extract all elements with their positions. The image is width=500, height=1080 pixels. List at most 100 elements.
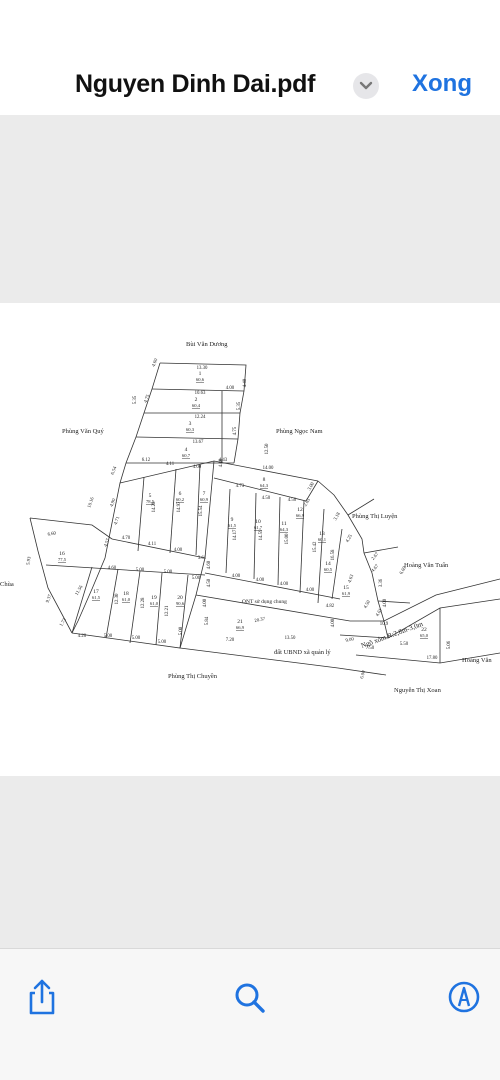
lot-area: 60,2 xyxy=(176,497,185,503)
lot-area: 78,5 xyxy=(146,499,155,505)
dimension-value: 4.40 xyxy=(219,458,224,467)
dimension-value: 4.63 xyxy=(348,573,356,583)
document-background xyxy=(0,776,500,948)
dimension-value: 10.63 xyxy=(195,391,206,396)
lot-number: 10 xyxy=(255,519,261,525)
dimension-value: 5.00 xyxy=(179,626,184,635)
share-icon[interactable] xyxy=(24,977,60,1015)
lot-number: 3 xyxy=(189,421,192,427)
dimension-value: 4.50 xyxy=(363,599,372,609)
dimension-value: 6.60 xyxy=(47,531,57,537)
lot-area: 77,5 xyxy=(58,557,67,563)
dimension-value: 4.00 xyxy=(226,386,235,391)
dimension-value: 3.00 xyxy=(307,481,316,491)
owner-label: Phùng Thị Luyện xyxy=(352,513,398,520)
done-button[interactable]: Xong xyxy=(412,70,472,97)
dimension-value: 3.61 xyxy=(198,556,207,561)
markup-icon[interactable] xyxy=(446,977,482,1013)
dimension-value: 20.37 xyxy=(254,617,266,624)
lot-area: 61,9 xyxy=(342,591,351,597)
dimension-value: 4.00 xyxy=(256,578,265,583)
lot-number: 22 xyxy=(421,627,427,633)
dimension-value: 7.50 xyxy=(366,646,375,651)
dimension-value: 5.00 xyxy=(158,640,167,645)
lot-labels: 160,6260,4360,3460,7578,5660,2760,9864,3… xyxy=(58,371,429,639)
dimension-value: 4.50 xyxy=(288,498,297,503)
pdf-page[interactable]: Bùi Văn Dương Phùng Văn Quý Phùng Ngọc N… xyxy=(0,303,500,776)
lot-number: 9 xyxy=(231,517,234,523)
lot-number: 15 xyxy=(343,585,349,591)
lot-area: 64,3 xyxy=(280,527,289,533)
lot-number: 11 xyxy=(281,521,287,527)
lot-number: 7 xyxy=(203,491,206,497)
dimension-value: 13.67 xyxy=(193,440,204,445)
dimension-value: 17.80 xyxy=(427,656,438,661)
lot-area: 61,0 xyxy=(122,597,131,603)
lot-area: 60,1 xyxy=(318,537,327,543)
dimension-value: 5.00 xyxy=(104,634,113,639)
lot-area: 65,0 xyxy=(420,633,429,639)
dimension-value: 5.84 xyxy=(205,616,210,625)
chevron-down-icon[interactable] xyxy=(353,73,379,99)
lot-number: 4 xyxy=(185,447,188,453)
lot-area: 60,7 xyxy=(182,453,191,459)
dimension-value: 2.65 xyxy=(303,497,312,507)
dimension-value: 16.58 xyxy=(331,549,336,560)
lot-area: 66,9 xyxy=(296,513,305,519)
lot-number: 5 xyxy=(149,493,152,499)
dimension-value: 14.00 xyxy=(263,466,274,471)
lot-area: 60,4 xyxy=(192,403,201,409)
dimension-value: 4.75 xyxy=(144,393,152,403)
dimension-value: 5.35 xyxy=(133,395,138,404)
lot-number: 14 xyxy=(325,561,331,567)
lot-area: 60,3 xyxy=(186,427,195,433)
navigation-bar: Nguyen Dinh Dai.pdf Xong xyxy=(0,0,500,115)
dimension-value: 4.00 xyxy=(383,598,388,607)
dimension-value: 5.35 xyxy=(237,401,242,410)
dimension-value: 4.67 xyxy=(371,563,381,573)
dimension-value: 4.60 xyxy=(152,357,160,367)
lot-number: 13 xyxy=(319,531,325,537)
dimension-value: 5.00 xyxy=(192,576,201,581)
owner-label: Phùng Văn Quý xyxy=(62,428,105,435)
dimension-value: 4.40 xyxy=(243,378,248,387)
dimension-value: 10.16 xyxy=(87,496,96,508)
dimension-value: 5.00 xyxy=(132,636,141,641)
lot-number: 18 xyxy=(123,591,129,597)
dimension-value: 4.00 xyxy=(203,598,208,607)
owner-label: Bùi Văn Dương xyxy=(186,341,228,348)
dimension-value: 4.43 xyxy=(219,458,228,463)
dimension-value: 14.97 xyxy=(177,501,182,512)
dimension-value: 4.25 xyxy=(345,533,354,543)
owner-label: Chùa xyxy=(0,581,14,588)
lot-area: 61,0 xyxy=(150,601,159,607)
lot-area: 66,9 xyxy=(236,625,245,631)
dimension-value: 12.24 xyxy=(195,415,206,420)
dimension-value: 9.00 xyxy=(345,637,355,644)
lot-area: 60,6 xyxy=(196,377,205,383)
dimension-value: 9.37 xyxy=(46,593,54,603)
lot-area: 64,3 xyxy=(260,483,269,489)
dimension-value: 6.00 xyxy=(360,670,367,680)
lot-area: 61,7 xyxy=(254,525,263,531)
dimension-value: 4.00 xyxy=(232,574,241,579)
dimension-value: 5.06 xyxy=(447,640,452,649)
dimension-value: 4.00 xyxy=(280,582,289,587)
dimension-value: 14.28 xyxy=(152,501,157,512)
dimension-value: 4.50 xyxy=(207,578,212,587)
document-title[interactable]: Nguyen Dinh Dai.pdf xyxy=(75,70,316,98)
lot-area: 90,6 xyxy=(176,601,185,607)
lot-number: 8 xyxy=(263,477,266,483)
dimension-value: 5.00 xyxy=(164,570,173,575)
dimension-value: 11.56 xyxy=(75,584,85,596)
dimension-value: 4.71 xyxy=(114,515,122,525)
dimension-value: 5.93 xyxy=(26,556,32,566)
dimension-value: 5.50 xyxy=(400,642,409,647)
document-background xyxy=(0,115,500,303)
lot-number: 21 xyxy=(237,619,243,625)
dimension-value: 5.00 xyxy=(136,568,145,573)
dimension-value: 6.69 xyxy=(399,565,408,575)
dimension-value: 15.54 xyxy=(199,505,204,516)
search-icon[interactable] xyxy=(232,977,268,1013)
dimension-value: 12.50 xyxy=(265,443,270,454)
